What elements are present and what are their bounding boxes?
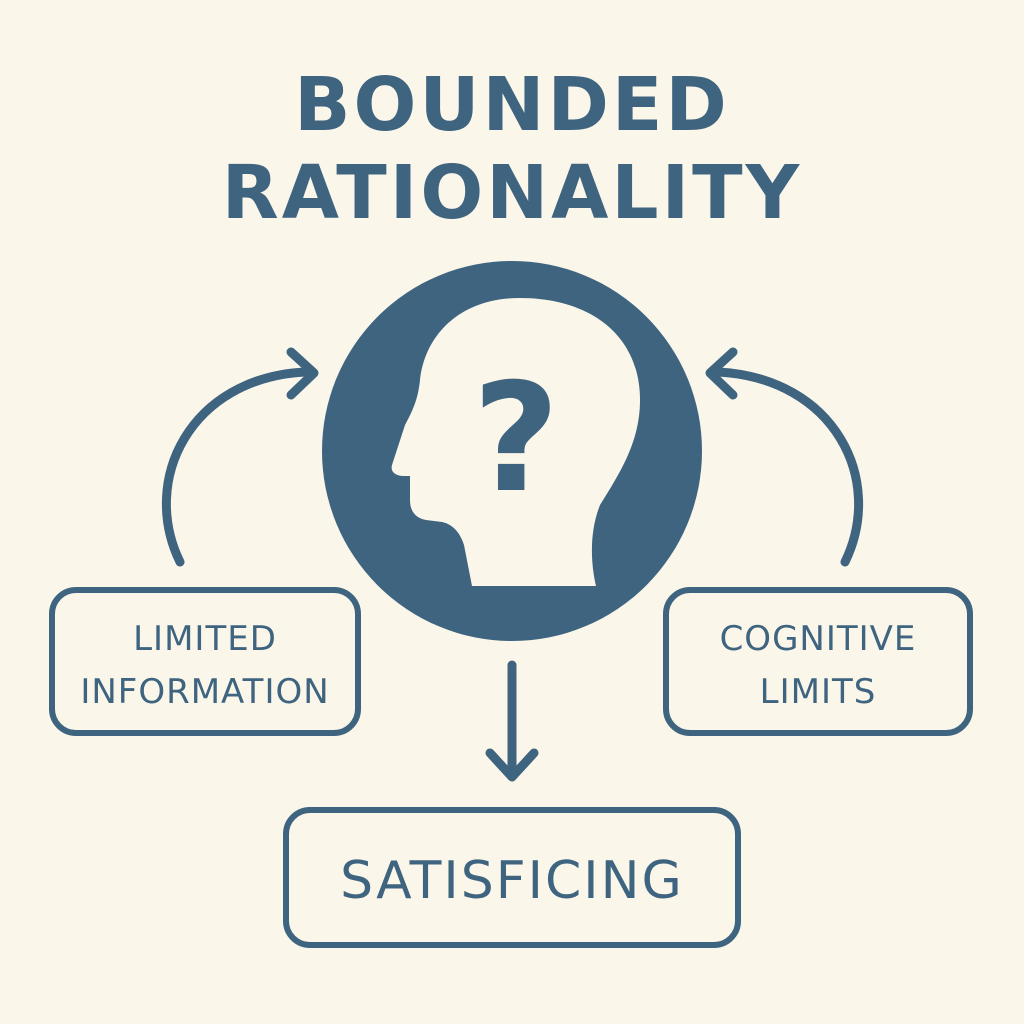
cognitive-limits-line-1: COGNITIVE — [720, 619, 917, 659]
head-silhouette — [391, 298, 640, 586]
limited-information-line-1: LIMITED — [133, 619, 277, 659]
head-question-icon: ? — [322, 261, 702, 641]
left-arrowhead — [286, 347, 319, 400]
right-arrowhead — [705, 347, 738, 400]
down-arrow — [485, 660, 539, 782]
title-line-1: BOUNDED — [294, 62, 730, 148]
right-arrow-shaft — [713, 367, 864, 567]
cognitive-limits-line-2: LIMITS — [760, 672, 877, 712]
limited-information-box: LIMITED INFORMATION — [49, 587, 361, 736]
satisficing-box: SATISFICING — [283, 807, 741, 948]
limited-information-border — [49, 587, 361, 736]
satisficing-label: SATISFICING — [340, 851, 684, 911]
right-curved-arrow — [705, 347, 864, 567]
cognitive-limits-border — [663, 587, 973, 736]
title-line-2: RATIONALITY — [222, 150, 802, 236]
satisficing-border — [283, 807, 741, 948]
left-curved-arrow — [161, 347, 319, 567]
question-mark: ? — [472, 352, 559, 526]
limited-information-line-2: INFORMATION — [80, 672, 329, 712]
cognitive-limits-box: COGNITIVE LIMITS — [663, 587, 973, 736]
down-arrowhead — [485, 748, 539, 782]
left-arrow-shaft — [161, 367, 310, 567]
